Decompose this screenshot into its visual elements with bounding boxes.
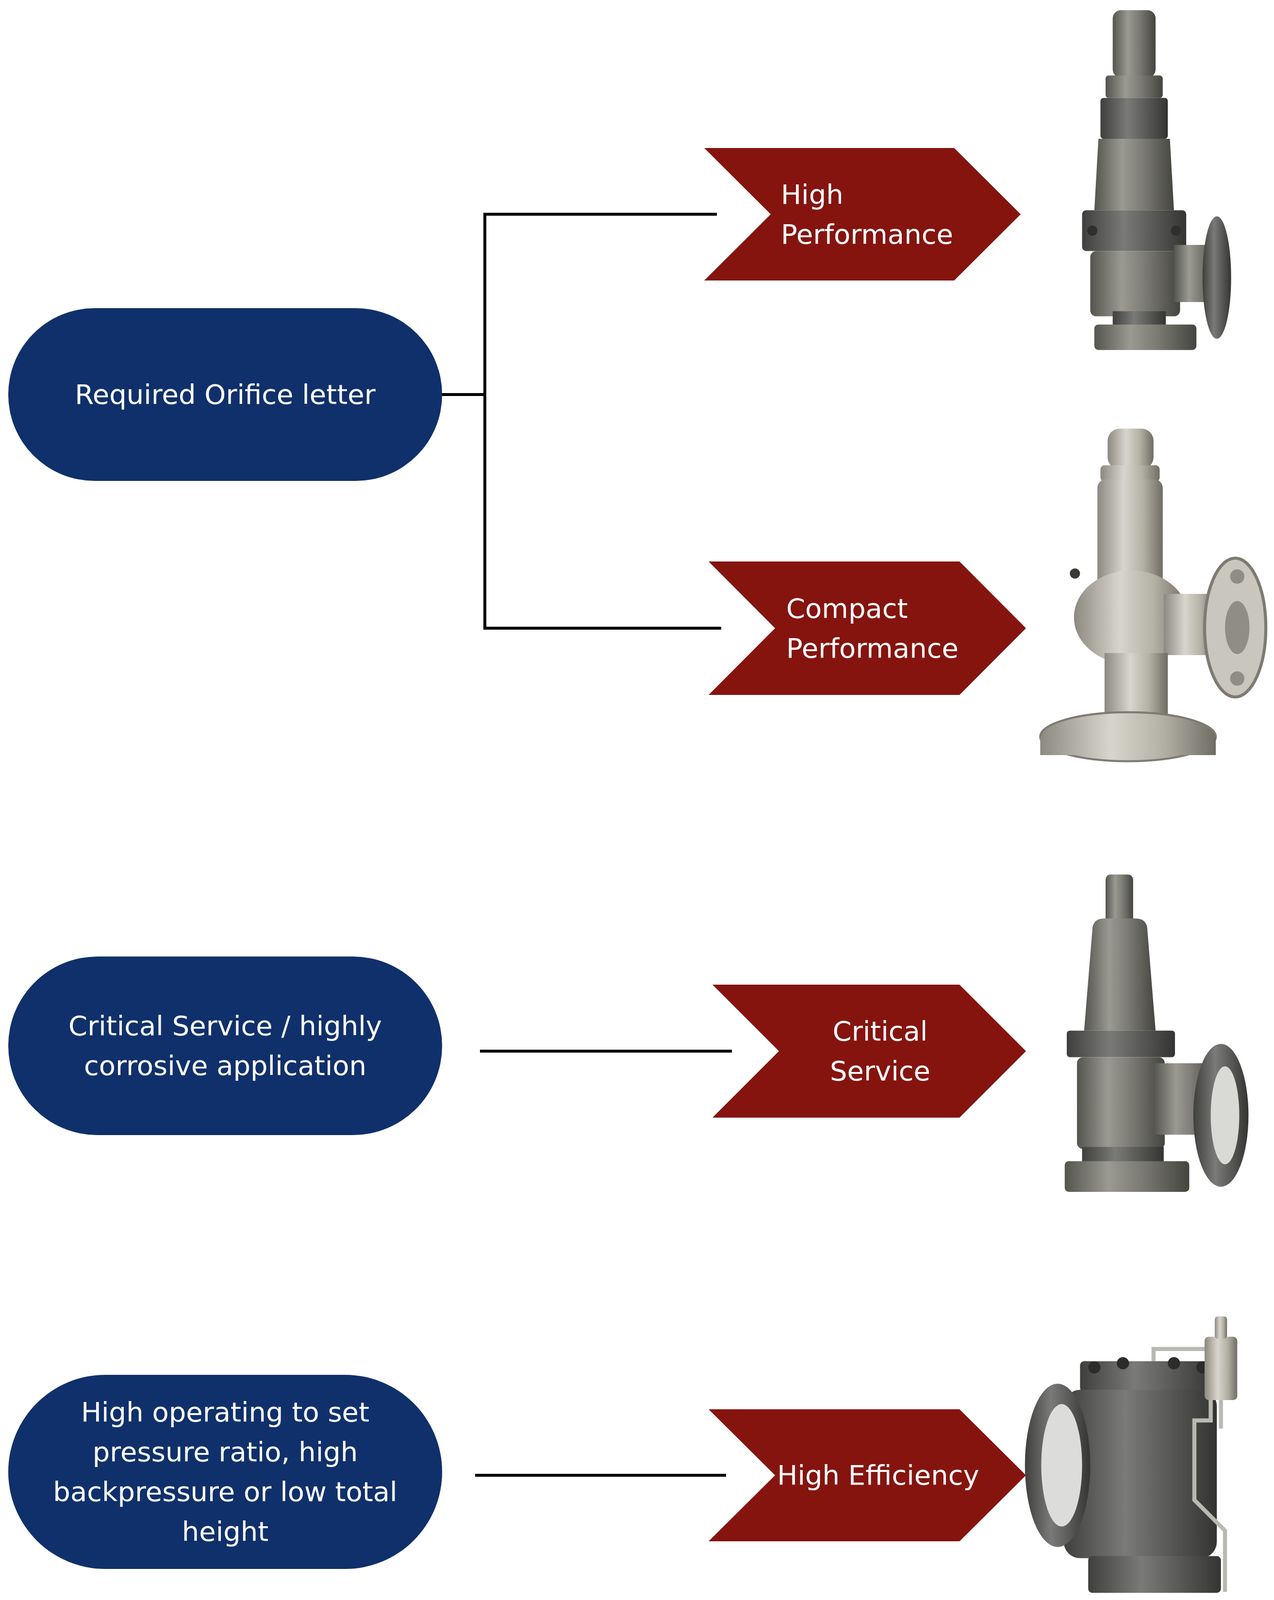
connector-line xyxy=(475,1473,727,1477)
valve-type-chevron: Compact Performance xyxy=(708,561,1026,695)
node-label: High Efficiency xyxy=(776,1455,980,1496)
condition-pill: High operating to set pressure ratio, hi… xyxy=(8,1374,443,1570)
node-label: Critical Service / highly corrosive appl… xyxy=(42,1006,409,1086)
node-text-group: Critical Service / highly corrosive appl… xyxy=(8,1006,443,1086)
node-text-group: Compact Performance xyxy=(708,588,1026,669)
connector-line xyxy=(442,394,722,629)
node-text-group: High Efficiency xyxy=(708,1455,1026,1496)
chevron-fill xyxy=(708,561,1026,695)
node-text-group: Required Orifice letter xyxy=(8,374,443,415)
node-label: High operating to set pressure ratio, hi… xyxy=(42,1392,409,1552)
chevron-shape xyxy=(704,148,1021,281)
chevron-fill xyxy=(704,148,1021,281)
condition-pill: Critical Service / highly corrosive appl… xyxy=(8,956,443,1136)
condition-pill: Required Orifice letter xyxy=(8,308,443,481)
node-text-group: Critical Service xyxy=(712,1011,1026,1092)
valve-compact-performance xyxy=(1040,428,1266,762)
valve-type-chevron: High Performance xyxy=(704,148,1021,281)
connector-line xyxy=(479,1049,732,1053)
chevron-shape xyxy=(712,984,1026,1118)
chevron-fill xyxy=(708,1409,1026,1542)
valve-high-efficiency xyxy=(1025,1316,1238,1593)
node-label: Compact Performance xyxy=(786,588,973,669)
valve-high-performance xyxy=(1082,10,1232,350)
chevron-shape xyxy=(708,561,1026,695)
chevron-fill xyxy=(712,984,1026,1118)
connector-line xyxy=(442,214,717,396)
valve-critical-service xyxy=(1064,874,1249,1192)
node-label: High Performance xyxy=(780,174,968,255)
valve-type-chevron: Critical Service xyxy=(712,984,1026,1118)
node-text-group: High Performance xyxy=(704,174,1021,255)
node-label: Critical Service xyxy=(780,1011,980,1092)
node-label: Required Orifice letter xyxy=(42,374,409,415)
valve-type-chevron: High Efficiency xyxy=(708,1409,1026,1542)
node-text-group: High operating to set pressure ratio, hi… xyxy=(8,1392,443,1552)
